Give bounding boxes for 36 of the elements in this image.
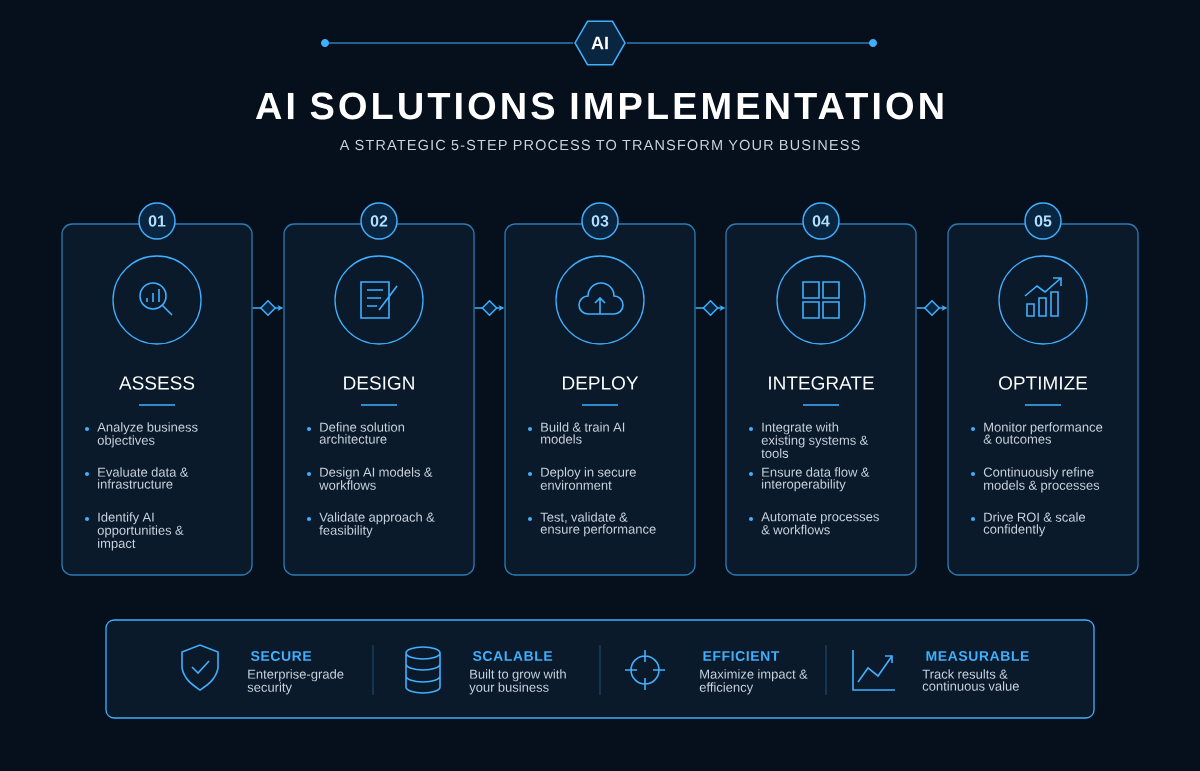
title: AI SOLUTIONS IMPLEMENTATION <box>255 92 943 120</box>
step-number: 01 <box>138 202 176 240</box>
bullet-item: Evaluate data & infrastructure <box>85 467 189 489</box>
feature-heading: MEASURABLE <box>926 651 1029 661</box>
bullet-item: Ensure data flow & interoperability <box>749 467 870 492</box>
step-number: 02 <box>360 202 398 240</box>
bullet-item: Monitor performance & outcomes <box>971 422 1103 444</box>
bullet-item: Define solution architecture <box>307 422 405 444</box>
feature-description: Built to grow with your business <box>469 669 566 695</box>
step-title: DEPLOY <box>563 376 639 390</box>
feature-heading: EFFICIENT <box>703 651 780 661</box>
hexagon-badge: AI <box>574 20 626 66</box>
bullet-item: Analyze business objectives <box>85 422 198 448</box>
step-number: 04 <box>802 202 840 240</box>
step-title: ASSESS <box>119 376 195 390</box>
step-number: 05 <box>1024 202 1062 240</box>
bullet-item: Automate processes & workflows <box>749 512 879 535</box>
feature-description: Enterprise-grade security <box>247 669 344 695</box>
feature-heading: SCALABLE <box>472 651 553 661</box>
bullet-item: Deploy in secure environment <box>528 467 636 490</box>
bullet-item: Design AI models & workflows <box>307 467 433 490</box>
step-title: OPTIMIZE <box>999 376 1088 390</box>
bullet-item: Drive ROI & scale confidently <box>971 512 1086 537</box>
bullet-item: Test, validate & ensure performance <box>528 512 656 537</box>
bullet-item: Integrate with existing systems & tools <box>749 422 869 458</box>
step-number: 03 <box>581 202 619 240</box>
bullet-item: Validate approach & feasibility <box>307 512 435 538</box>
bullet-item: Continuously refine models & processes <box>971 467 1100 493</box>
bullet-item: Identify AI opportunities & impact <box>85 512 184 551</box>
step-title: DESIGN <box>344 376 414 390</box>
bullet-item: Build & train AI models <box>528 422 625 444</box>
feature-description: Maximize impact & efficiency <box>699 669 808 695</box>
step-title: INTEGRATE <box>769 376 874 390</box>
feature-heading: SECURE <box>250 651 312 661</box>
subtitle: A STRATEGIC 5-STEP PROCESS TO TRANSFORM YOUR BUSINESS <box>339 139 860 151</box>
feature-description: Track results & continuous value <box>922 669 1019 691</box>
